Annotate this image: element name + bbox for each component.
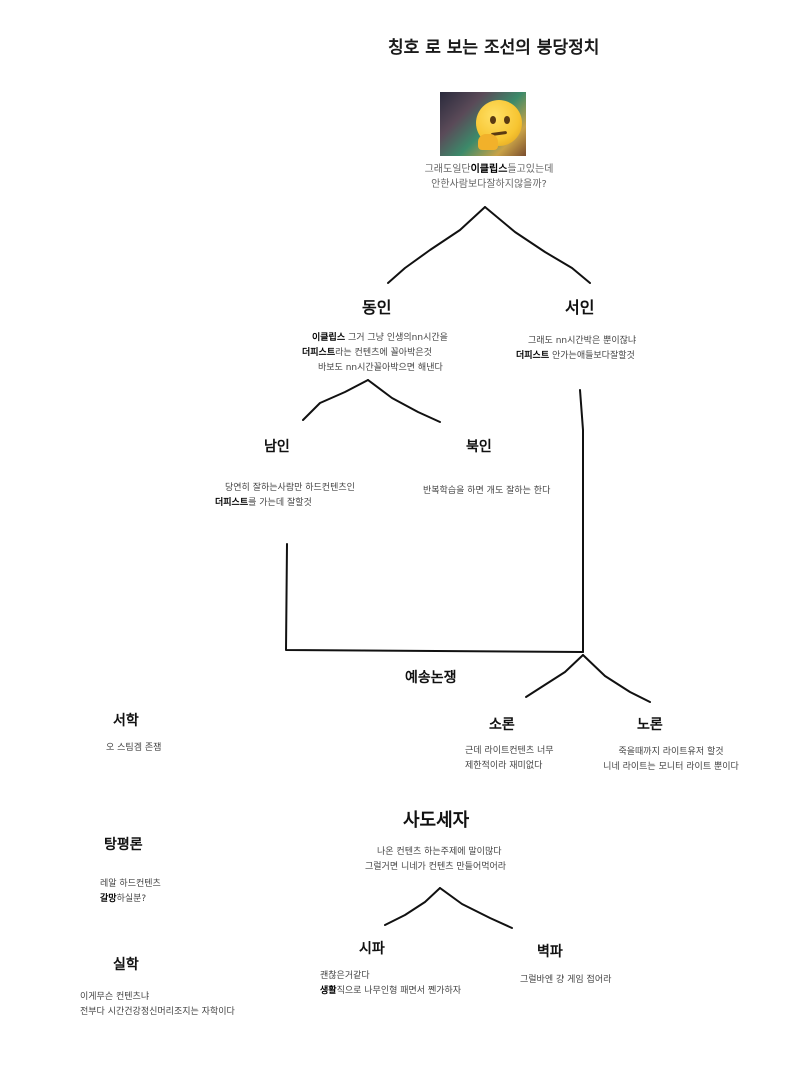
node-bukin-label: 북인 xyxy=(466,439,492,455)
silhak-note-line2: 전부다 시간건강정신머리조지는 자학이다 xyxy=(80,1007,235,1017)
node-tangpyeong-note: 레알 하드컨텐츠 갈망하실분? xyxy=(100,877,161,907)
branch-sado-left xyxy=(384,887,441,926)
node-byeokpa-note: 그럴바엔 걍 게임 접어라 xyxy=(520,975,612,985)
seoin-note-line1: 그래도 nn시간박은 뿐이잖냐 xyxy=(528,336,637,346)
sado-note-line2: 그럴거면 니네가 컨텐츠 만들어먹어라 xyxy=(365,862,507,872)
branch-seoin-down xyxy=(579,389,584,653)
soron-note-line2: 제한적이라 재미없다 xyxy=(465,761,543,771)
seoin-keyword: 더피스트 xyxy=(516,351,550,361)
node-silhak-note: 이게무슨 컨텐츠냐 전부다 시간건강정신머리조지는 자학이다 xyxy=(80,990,235,1020)
namin-keyword: 더피스트 xyxy=(215,498,249,508)
node-byeokpa-label: 벽파 xyxy=(537,944,563,960)
noron-note-line2: 니네 라이트는 모니터 라이트 뿐이다 xyxy=(603,762,739,772)
branch-dongin-right xyxy=(367,379,441,423)
branch-dongin-left xyxy=(302,379,369,421)
dongin-note-part: 라는 컨텐츠에 꼴아박은것 xyxy=(335,348,432,358)
root-note-part: 그래도일단 xyxy=(424,164,471,175)
tangpyeong-keyword: 갈망 xyxy=(100,894,117,904)
node-noron-note: 죽을때까지 라이트유저 할것 니네 라이트는 모니터 라이트 뿐이다 xyxy=(596,745,746,775)
branch-yesong-left xyxy=(525,654,584,698)
sipa-note-part: 직으로 나무인형 패면서 쩬가하자 xyxy=(336,986,462,996)
node-namin-label: 남인 xyxy=(264,439,290,455)
node-sipa-note: 괜찮은거같다 생활직으로 나무인형 패면서 쩬가하자 xyxy=(320,969,461,999)
page-title-main: 로 보는 조선의 붕당정치 xyxy=(425,38,600,58)
tangpyeong-note-line1: 레알 하드컨텐츠 xyxy=(100,879,161,889)
branch-yesong-right xyxy=(582,654,651,703)
node-yesong-label: 예송논쟁 xyxy=(405,670,457,686)
sado-note-line1: 나온 컨텐츠 하는주제에 말이많다 xyxy=(377,847,502,857)
noron-note-line1: 죽을때까지 라이트유저 할것 xyxy=(618,747,724,757)
silhak-note-line1: 이게무슨 컨텐츠냐 xyxy=(80,992,150,1002)
sipa-note-line1: 괜찮은거같다 xyxy=(320,971,370,981)
soron-note-line1: 근데 라이트컨텐츠 너무 xyxy=(465,746,554,756)
node-seohak-note: 오 스팀겜 존잼 xyxy=(106,743,162,753)
node-dongin-note: 이클립스 그거 그냥 인생의nn시간을 더피스트라는 컨텐츠에 꼴아박은것 바보… xyxy=(302,331,448,376)
node-tangpyeong-label: 탕평론 xyxy=(104,837,143,853)
page-title: 칭호 로 보는 조선의 붕당정치 xyxy=(388,33,599,58)
node-dongin-label: 동인 xyxy=(362,298,392,317)
root-note-line2: 안한사람보다잘하지않을까? xyxy=(431,179,547,190)
node-namin-note: 당연히 잘하는사람만 하드컨텐츠인 더피스트를 가는데 잘할것 xyxy=(215,481,355,511)
node-seoin-label: 서인 xyxy=(565,298,595,317)
branch-root-left xyxy=(387,206,486,284)
namin-note-line1: 당연히 잘하는사람만 하드컨텐츠인 xyxy=(225,483,355,493)
node-silhak-label: 실학 xyxy=(113,957,139,973)
root-note: 그래도일단이클립스들고있는데 안한사람보다잘하지않을까? xyxy=(414,162,564,192)
node-soron-label: 소론 xyxy=(489,717,515,733)
thinking-emoji-image xyxy=(440,92,526,156)
node-seohak-label: 서학 xyxy=(113,713,139,729)
branch-root-right xyxy=(484,206,591,284)
node-sado-label: 사도세자 xyxy=(403,810,470,831)
node-soron-note: 근데 라이트컨텐츠 너무 제한적이라 재미없다 xyxy=(465,744,554,774)
dongin-keyword: 더피스트 xyxy=(302,348,336,358)
branch-sado-right xyxy=(439,887,513,929)
root-note-part: 들고있는데 xyxy=(507,164,554,175)
node-seoin-note: 그래도 nn시간박은 뿐이잖냐 더피스트 안가는애들보다잘할것 xyxy=(516,334,636,364)
page-title-pre: 칭호 xyxy=(388,38,420,58)
dongin-note-part: 그거 그냥 인생의nn시간을 xyxy=(345,333,448,343)
tangpyeong-note-part: 하실분? xyxy=(116,894,147,904)
namin-note-part: 를 가는데 잘할것 xyxy=(248,498,312,508)
root-note-keyword: 이클립스 xyxy=(470,164,508,175)
dongin-keyword: 이클립스 xyxy=(312,333,346,343)
seoin-note-part: 안가는애들보다잘할것 xyxy=(549,351,635,361)
thinking-face-icon xyxy=(476,100,522,150)
branch-namin-down xyxy=(285,543,584,653)
sipa-keyword: 생활 xyxy=(320,986,337,996)
node-noron-label: 노론 xyxy=(637,717,663,733)
node-sado-note: 나온 컨텐츠 하는주제에 말이많다 그럴거면 니네가 컨텐츠 만들어먹어라 xyxy=(365,845,506,875)
dongin-note-line3: 바보도 nn시간꼴아박으면 해낸다 xyxy=(318,363,443,373)
node-sipa-label: 시파 xyxy=(359,941,385,957)
node-bukin-note: 반복학습을 하면 개도 잘하는 한다 xyxy=(423,486,551,496)
